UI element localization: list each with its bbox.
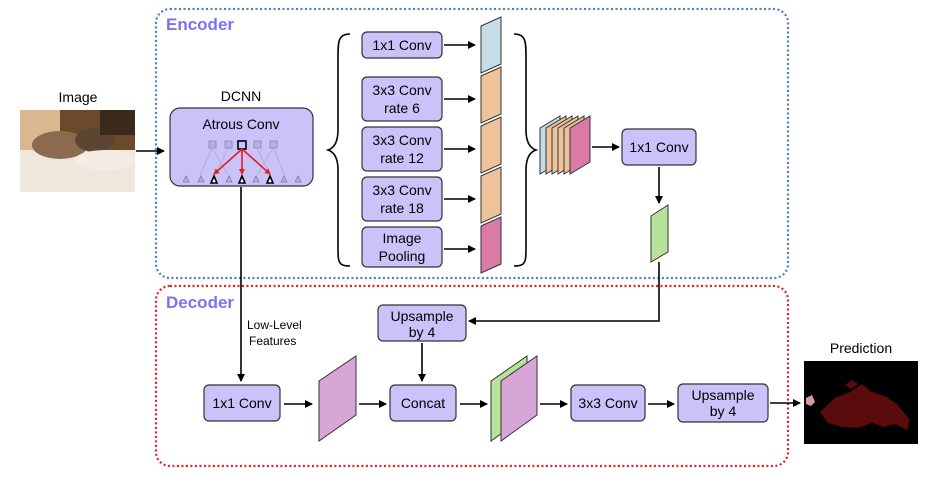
decoder-frame	[154, 284, 790, 468]
branch-feature-maps	[480, 16, 502, 274]
branch-arrows	[444, 41, 476, 253]
encoder-1x1-conv-box	[621, 128, 697, 166]
decoder-upsample-top-box	[377, 304, 467, 342]
atrous-conv-label: Atrous Conv	[202, 116, 279, 132]
decoder-concat-features	[490, 355, 538, 442]
branch-bracket-left	[325, 33, 351, 267]
svg-text:Image: Image	[383, 230, 422, 246]
decoder-3x3-conv-label: 3x3 Conv	[578, 395, 637, 411]
decoder-3x3-conv-box	[570, 384, 646, 422]
decoder-upsample-top-label-1: Upsample	[390, 308, 453, 324]
atrous-conv-icon	[182, 140, 302, 184]
concatenated-features	[539, 115, 591, 175]
prediction-label: Prediction	[830, 340, 892, 356]
input-image-label: Image	[59, 89, 98, 105]
concat-box	[389, 384, 457, 422]
branch-image-pooling: Image Pooling	[361, 226, 443, 268]
svg-text:3x3 Conv: 3x3 Conv	[372, 82, 431, 98]
low-level-label-2: Features	[249, 334, 296, 348]
decoder-1x1-conv-label: 1x1 Conv	[212, 395, 271, 411]
decoder-upsample-top-label-2: by 4	[409, 324, 436, 340]
encoder-frame	[154, 7, 790, 280]
branch-3x3-conv-rate-18: 3x3 Conv rate 18	[361, 176, 443, 222]
svg-text:rate 12: rate 12	[380, 150, 424, 166]
svg-text:3x3 Conv: 3x3 Conv	[372, 132, 431, 148]
svg-text:Pooling: Pooling	[379, 248, 426, 264]
encoder-to-upsample-arrow	[468, 262, 660, 325]
decoder-upsample-bottom-box	[677, 383, 769, 423]
decoder-title: Decoder	[166, 293, 234, 312]
svg-text:rate 6: rate 6	[384, 100, 420, 116]
encoder-1x1-conv-label: 1x1 Conv	[629, 139, 688, 155]
low-level-label-1: Low-Level	[247, 318, 302, 332]
branch-3x3-conv-rate-12: 3x3 Conv rate 12	[361, 126, 443, 172]
decoder-1x1-conv-box	[203, 384, 281, 422]
low-level-feature-map	[318, 355, 357, 442]
encoder-title: Encoder	[166, 15, 234, 34]
svg-text:1x1 Conv: 1x1 Conv	[372, 37, 431, 53]
concat-label: Concat	[401, 395, 445, 411]
decoder-upsample-bottom-label-2: by 4	[710, 403, 737, 419]
branch-3x3-conv-rate-6: 3x3 Conv rate 6	[361, 76, 443, 122]
svg-text:3x3 Conv: 3x3 Conv	[372, 182, 431, 198]
decoder-upsample-bottom-label-1: Upsample	[691, 387, 754, 403]
dcnn-label: DCNN	[221, 88, 261, 104]
branch-bracket-right	[513, 33, 539, 267]
prediction-image	[804, 361, 918, 444]
input-image	[20, 110, 135, 192]
encoder-output-feature	[650, 204, 669, 263]
branch-1x1-conv: 1x1 Conv	[361, 31, 443, 59]
svg-text:rate 18: rate 18	[380, 200, 424, 216]
